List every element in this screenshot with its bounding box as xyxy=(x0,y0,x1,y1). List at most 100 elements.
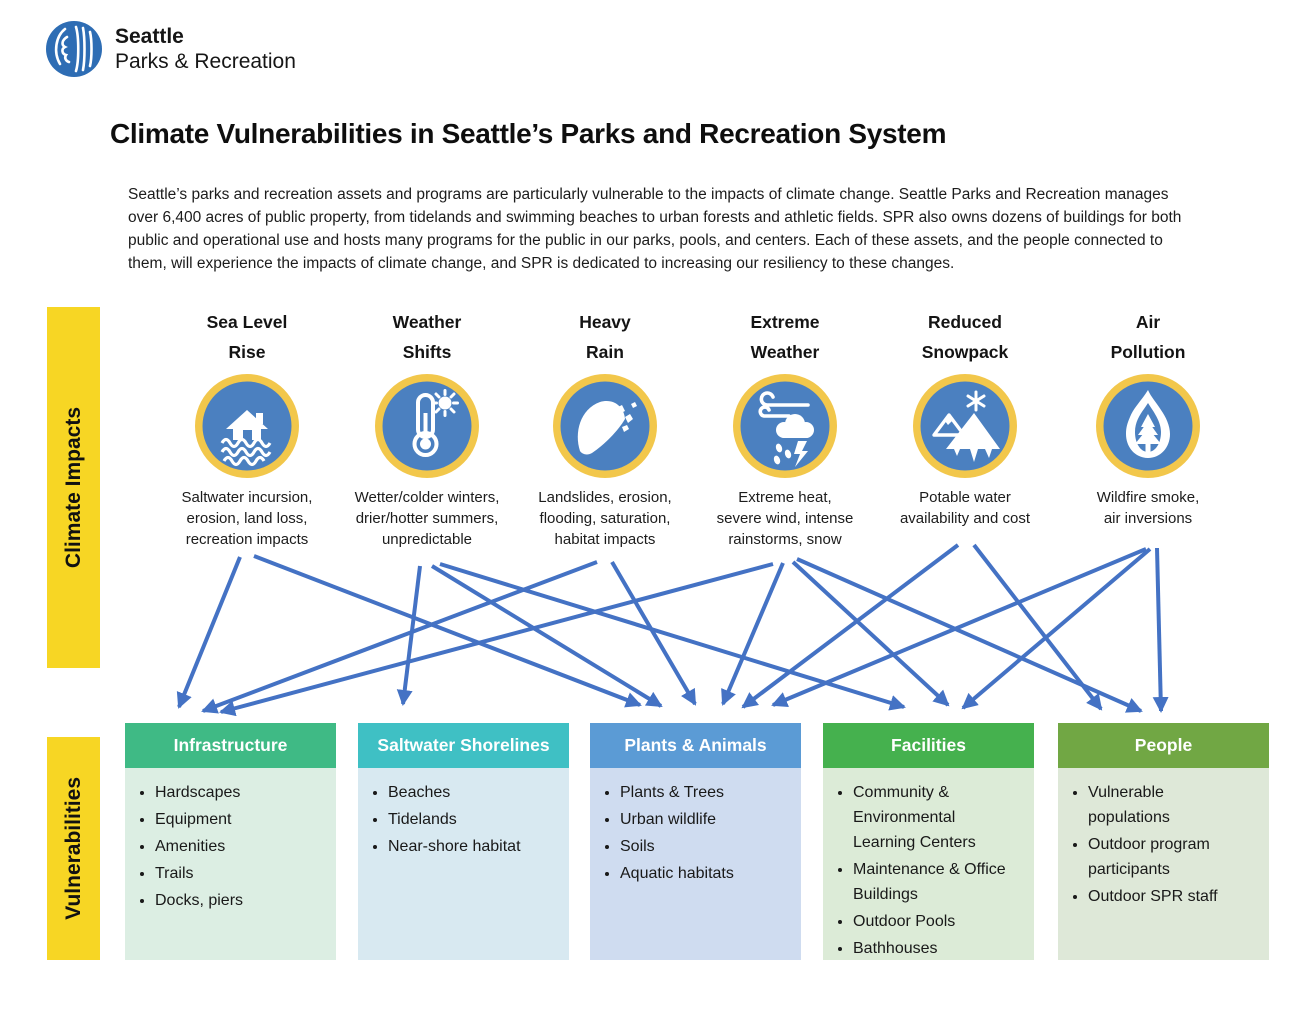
impact-extreme-weather-description: Extreme heat, xyxy=(738,489,832,506)
vulnerability-plants-animals-item: Plants & Trees xyxy=(620,780,801,805)
impact-reduced-snowpack-description: availability and cost xyxy=(899,510,1031,527)
impact-extreme-weather-description: rainstorms, snow xyxy=(728,531,842,548)
impact-extreme-weather-description: severe wind, intense xyxy=(716,510,854,527)
impact-extreme-weather-title: Extreme xyxy=(750,312,820,332)
landslide-icon xyxy=(500,373,710,479)
vulnerability-box-saltwater-shorelines: Saltwater Shorelines BeachesTidelandsNea… xyxy=(358,723,569,960)
vulnerability-facilities-item: Maintenance & Office Buildings xyxy=(853,857,1034,907)
impact-weather-shifts-description: drier/hotter summers, xyxy=(355,510,499,527)
vulnerability-saltwater-shorelines-item: Near-shore habitat xyxy=(388,834,569,859)
vulnerability-saltwater-shorelines-item: Tidelands xyxy=(388,807,569,832)
vulnerability-box-people: People Vulnerable populationsOutdoor pro… xyxy=(1058,723,1269,960)
impact-sea-level-rise-title: Rise xyxy=(228,342,266,362)
flooded-house-icon xyxy=(142,373,352,479)
vulnerability-facilities-item: Outdoor Pools xyxy=(853,909,1034,934)
vulnerability-infrastructure-item: Equipment xyxy=(155,807,336,832)
arrow-air-pollution-to-people xyxy=(1152,547,1169,713)
vulnerability-box-infrastructure: Infrastructure HardscapesEquipmentAmenit… xyxy=(125,723,336,960)
vulnerability-plants-animals-list: Plants & TreesUrban wildlifeSoilsAquatic… xyxy=(590,768,801,960)
impact-reduced-snowpack-title: Reduced xyxy=(928,312,1002,332)
vulnerability-saltwater-shorelines-header: Saltwater Shorelines xyxy=(358,723,569,768)
impact-sea-level-rise-description: Saltwater incursion, xyxy=(181,489,313,506)
arrow-weather-shifts-to-facilities xyxy=(439,562,906,711)
vulnerability-infrastructure-item: Hardscapes xyxy=(155,780,336,805)
vulnerability-facilities-header: Facilities xyxy=(823,723,1034,768)
arrow-sea-level-rise-to-infrastructure xyxy=(176,556,242,709)
vulnerability-people-item: Outdoor SPR staff xyxy=(1088,884,1269,909)
vulnerability-saltwater-shorelines-list: BeachesTidelandsNear-shore habitat xyxy=(358,768,569,960)
vulnerability-plants-animals-item: Aquatic habitats xyxy=(620,861,801,886)
vulnerability-saltwater-shorelines-item: Beaches xyxy=(388,780,569,805)
logo-brand-name: Seattle xyxy=(115,25,184,48)
arrow-heavy-rain-to-infrastructure xyxy=(201,560,598,714)
arrow-extreme-weather-to-facilities xyxy=(791,560,950,707)
impact-reduced-snowpack-description: Potable water xyxy=(919,489,1011,506)
vulnerability-people-list: Vulnerable populationsOutdoor program pa… xyxy=(1058,768,1269,960)
climate-impacts-side-label-text: Climate Impacts xyxy=(61,406,85,569)
page-title: Climate Vulnerabilities in Seattle’s Par… xyxy=(110,118,947,149)
vulnerability-people-item: Outdoor program participants xyxy=(1088,832,1269,882)
thermometer-sun-icon xyxy=(322,373,532,479)
impact-weather-shifts-title: Weather xyxy=(392,312,462,332)
vulnerability-plants-animals-item: Urban wildlife xyxy=(620,807,801,832)
impact-sea-level-rise-description: erosion, land loss, xyxy=(186,510,308,527)
arrow-reduced-snowpack-to-people xyxy=(972,543,1103,711)
vulnerabilities-side-label: Vulnerabilities xyxy=(47,737,100,960)
impact-weather-shifts-title: Shifts xyxy=(402,342,452,362)
arrow-weather-shifts-to-saltwater-shorelines xyxy=(396,565,422,706)
impact-sea-level-rise-title: Sea Level xyxy=(206,312,288,332)
impact-heavy-rain-description: habitat impacts xyxy=(554,531,656,548)
wildfire-icon xyxy=(1043,373,1253,479)
arrow-extreme-weather-to-plants-animals xyxy=(721,562,785,706)
arrow-reduced-snowpack-to-plants-animals xyxy=(741,543,960,709)
impact-weather-shifts-description: Wetter/colder winters, xyxy=(354,489,500,506)
vulnerability-facilities-item: Community & Environmental Learning Cente… xyxy=(853,780,1034,855)
arrow-sea-level-rise-to-plants-animals xyxy=(253,554,642,708)
vulnerability-plants-animals-header: Plants & Animals xyxy=(590,723,801,768)
seattle-parks-logo: Seattle Parks & Recreation xyxy=(45,20,296,78)
impact-sea-level-rise-description: recreation impacts xyxy=(185,531,309,548)
vulnerability-facilities-list: Community & Environmental Learning Cente… xyxy=(823,768,1034,960)
vulnerability-facilities-item: Bathhouses xyxy=(853,936,1034,961)
impact-extreme-weather-title: Weather xyxy=(750,342,820,362)
impact-heavy-rain-description: Landslides, erosion, xyxy=(538,489,672,506)
vulnerability-plants-animals-item: Soils xyxy=(620,834,801,859)
vulnerability-box-facilities: Facilities Community & Environmental Lea… xyxy=(823,723,1034,960)
seattle-city-logo-icon xyxy=(46,21,102,77)
wind-storm-icon xyxy=(680,373,890,479)
arrow-heavy-rain-to-plants-animals xyxy=(610,560,697,706)
impact-air-pollution-description: Wildfire smoke, xyxy=(1096,489,1200,506)
vulnerability-box-plants-animals: Plants & Animals Plants & TreesUrban wil… xyxy=(590,723,801,960)
arrow-air-pollution-to-facilities xyxy=(961,547,1152,710)
logo-brand-dept: Parks & Recreation xyxy=(115,50,296,73)
impact-heavy-rain-description: flooding, saturation, xyxy=(539,510,671,527)
impact-reduced-snowpack-title: Snowpack xyxy=(921,342,1009,362)
vulnerabilities-side-label-text: Vulnerabilities xyxy=(61,777,85,920)
arrow-weather-shifts-to-plants-animals xyxy=(430,564,663,708)
impact-weather-shifts-description: unpredictable xyxy=(381,531,473,548)
vulnerability-people-item: Vulnerable populations xyxy=(1088,780,1269,830)
arrow-air-pollution-to-plants-animals xyxy=(771,547,1147,707)
impact-air-pollution-title: Pollution xyxy=(1110,342,1186,362)
climate-impacts-side-label: Climate Impacts xyxy=(47,307,100,668)
vulnerability-infrastructure-header: Infrastructure xyxy=(125,723,336,768)
impact-heavy-rain-title: Heavy xyxy=(579,312,631,332)
vulnerability-infrastructure-list: HardscapesEquipmentAmenitiesTrailsDocks,… xyxy=(125,768,336,960)
intro-paragraph: Seattle’s parks and recreation assets an… xyxy=(128,186,1182,272)
mountain-snowflake-icon xyxy=(860,373,1070,479)
vulnerability-infrastructure-item: Docks, piers xyxy=(155,888,336,913)
arrow-extreme-weather-to-people xyxy=(796,557,1143,713)
impact-air-pollution-title: Air xyxy=(1135,312,1161,332)
impact-heavy-rain-title: Rain xyxy=(586,342,624,362)
vulnerability-infrastructure-item: Amenities xyxy=(155,834,336,859)
vulnerability-people-header: People xyxy=(1058,723,1269,768)
vulnerability-infrastructure-item: Trails xyxy=(155,861,336,886)
impact-air-pollution-description: air inversions xyxy=(1103,510,1193,527)
